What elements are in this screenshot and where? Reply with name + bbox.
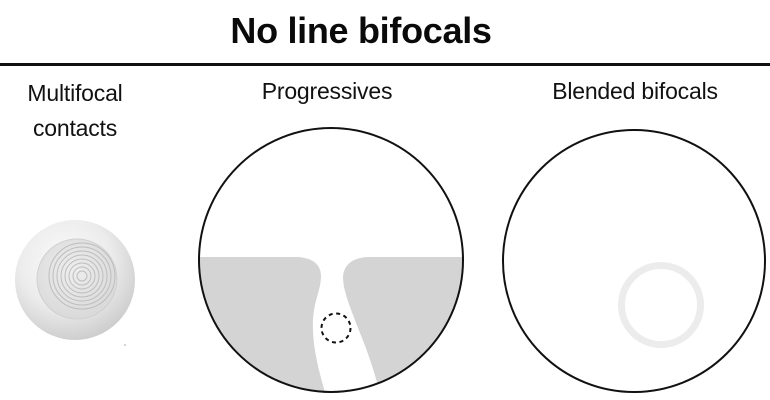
progressive-lens-outline bbox=[198, 127, 464, 393]
blended-bifocals-label: Blended bifocals bbox=[552, 78, 718, 104]
multifocal-contacts-label-line-1: Multifocal bbox=[27, 80, 123, 106]
contact-lens-speck bbox=[124, 344, 126, 346]
multifocal-contact-lens-image bbox=[15, 220, 135, 346]
diagram-title: No line bifocals bbox=[230, 10, 492, 51]
blended-bifocal-lens-outline bbox=[502, 129, 766, 393]
progressive-left-peripheral-zone bbox=[200, 257, 326, 391]
progressive-reading-zone-dashed-circle bbox=[320, 312, 352, 344]
progressives-label: Progressives bbox=[261, 78, 393, 104]
multifocal-contacts-label: Multifocal contacts bbox=[0, 76, 150, 146]
progressive-right-peripheral-zone bbox=[343, 257, 462, 391]
progressive-lens-diagram bbox=[198, 127, 464, 393]
title-divider-line bbox=[0, 63, 770, 66]
blended-bifocal-near-segment-ring bbox=[618, 262, 704, 348]
contact-lens-concentric-rings bbox=[48, 242, 116, 310]
contact-lens-optic-zone bbox=[36, 238, 118, 320]
multifocal-contacts-label-line-2: contacts bbox=[32, 115, 118, 141]
blended-bifocal-lens-diagram bbox=[502, 129, 766, 393]
